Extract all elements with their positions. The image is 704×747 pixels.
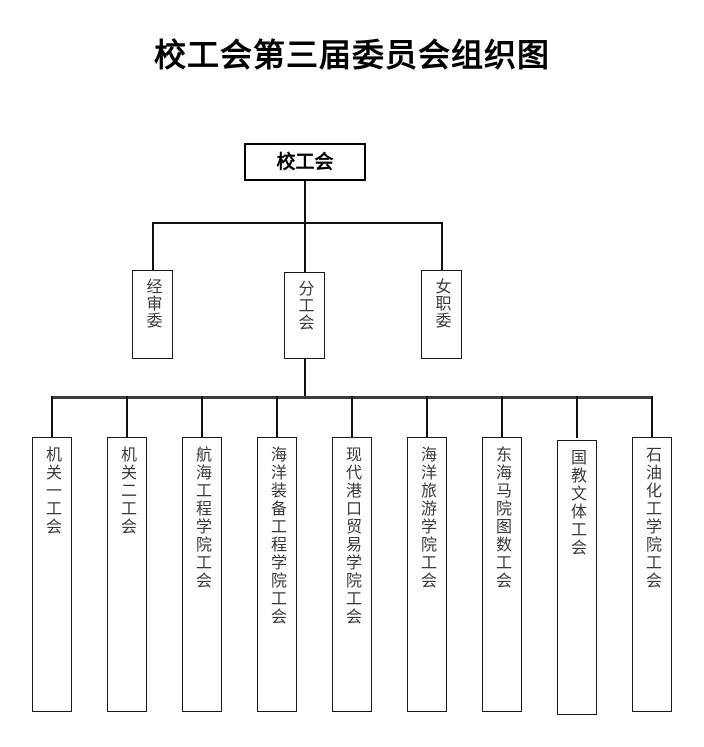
connector-drop-donghai-marxism-lib-math	[501, 396, 504, 438]
node-donghai-marxism-lib-math[interactable]: 东海马院图数工会	[482, 437, 522, 712]
connector-level2-bus	[153, 222, 443, 225]
node-branch-union[interactable]: 分工会	[284, 272, 325, 359]
node-label: 航海工程学院工会	[193, 446, 212, 590]
node-admin-union-2[interactable]: 机关二工会	[107, 437, 147, 712]
connector-drop-audit-committee	[152, 222, 155, 271]
node-label: 分工会	[295, 280, 315, 331]
page-title: 校工会第三届委员会组织图	[153, 36, 550, 74]
connector-root-stem	[304, 181, 307, 224]
connector-drop-admin-union-2	[126, 396, 129, 438]
node-label: 东海马院图数工会	[493, 446, 512, 590]
node-school-union[interactable]: 校工会	[244, 143, 366, 181]
node-label: 机关一工会	[43, 446, 62, 536]
node-marine-tourism[interactable]: 海洋旅游学院工会	[407, 437, 447, 712]
node-label: 石油化工学院工会	[643, 446, 662, 590]
node-label: 国教文体工会	[568, 449, 587, 557]
connector-branch-union-stem	[304, 359, 307, 398]
connector-drop-intl-edu-culture-sports	[576, 396, 579, 438]
node-admin-union-1[interactable]: 机关一工会	[32, 437, 72, 712]
node-label: 校工会	[276, 151, 334, 173]
connector-drop-branch-union	[304, 222, 307, 273]
connector-drop-navigation-engineering	[201, 396, 204, 438]
node-label: 海洋装备工程学院工会	[268, 446, 287, 626]
connector-drop-admin-union-1	[51, 396, 54, 438]
node-audit-committee[interactable]: 经审委	[132, 270, 173, 359]
node-petrochemical[interactable]: 石油化工学院工会	[632, 437, 672, 712]
node-label: 经审委	[143, 278, 163, 329]
connector-drop-modern-port-trade	[351, 396, 354, 438]
node-label: 机关二工会	[118, 446, 137, 536]
node-intl-edu-culture-sports[interactable]: 国教文体工会	[557, 440, 597, 715]
node-label: 现代港口贸易学院工会	[343, 446, 362, 626]
connector-drop-marine-equipment	[276, 396, 279, 438]
node-marine-equipment[interactable]: 海洋装备工程学院工会	[257, 437, 297, 712]
node-label: 女职委	[432, 278, 452, 329]
node-women-committee[interactable]: 女职委	[421, 270, 462, 359]
node-modern-port-trade[interactable]: 现代港口贸易学院工会	[332, 437, 372, 712]
node-navigation-engineering[interactable]: 航海工程学院工会	[182, 437, 222, 712]
node-label: 海洋旅游学院工会	[418, 446, 437, 590]
connector-drop-petrochemical	[651, 396, 654, 438]
connector-drop-marine-tourism	[426, 396, 429, 438]
connector-drop-women-committee	[441, 222, 444, 271]
